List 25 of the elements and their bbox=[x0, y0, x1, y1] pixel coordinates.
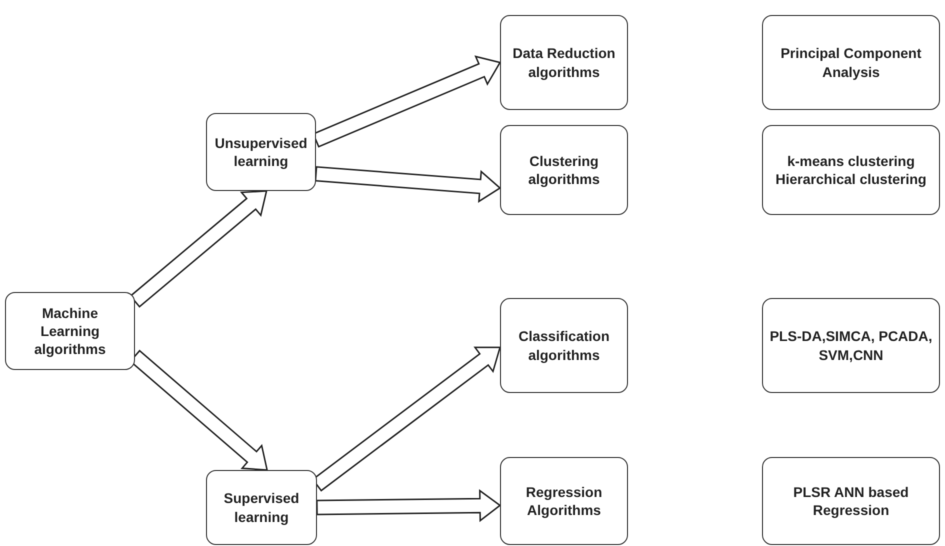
process-box bbox=[500, 15, 628, 110]
box-label: k-means clustering Hierarchical clustering bbox=[774, 152, 928, 188]
process-box bbox=[500, 457, 628, 545]
process-box bbox=[206, 113, 316, 191]
block-arrow bbox=[129, 190, 268, 308]
box-label: PLSR ANN based Regression bbox=[792, 482, 910, 520]
process-box bbox=[762, 15, 940, 110]
box-label: Data Reduction algorithms bbox=[512, 44, 616, 81]
box-label: Regression Algorithms bbox=[524, 482, 604, 520]
box-label: Clustering algorithms bbox=[527, 152, 601, 188]
box-label: Classification algorithms bbox=[517, 327, 611, 364]
process-box bbox=[762, 125, 940, 215]
block-arrow bbox=[316, 489, 502, 522]
box-label: Principal Component Analysis bbox=[780, 44, 922, 81]
box-label: PLS-DA,SIMCA, PCADA, SVM,CNN bbox=[769, 327, 933, 364]
process-box bbox=[206, 470, 317, 545]
process-box bbox=[5, 292, 135, 370]
process-box bbox=[762, 298, 940, 393]
block-arrow bbox=[314, 166, 502, 203]
process-box bbox=[762, 457, 940, 545]
box-label: Supervised learning bbox=[222, 489, 300, 526]
box-label: Unsupervised learning bbox=[214, 134, 308, 170]
box-label: Machine Learning algorithms bbox=[33, 304, 107, 358]
process-box bbox=[500, 298, 628, 393]
process-box bbox=[500, 125, 628, 215]
